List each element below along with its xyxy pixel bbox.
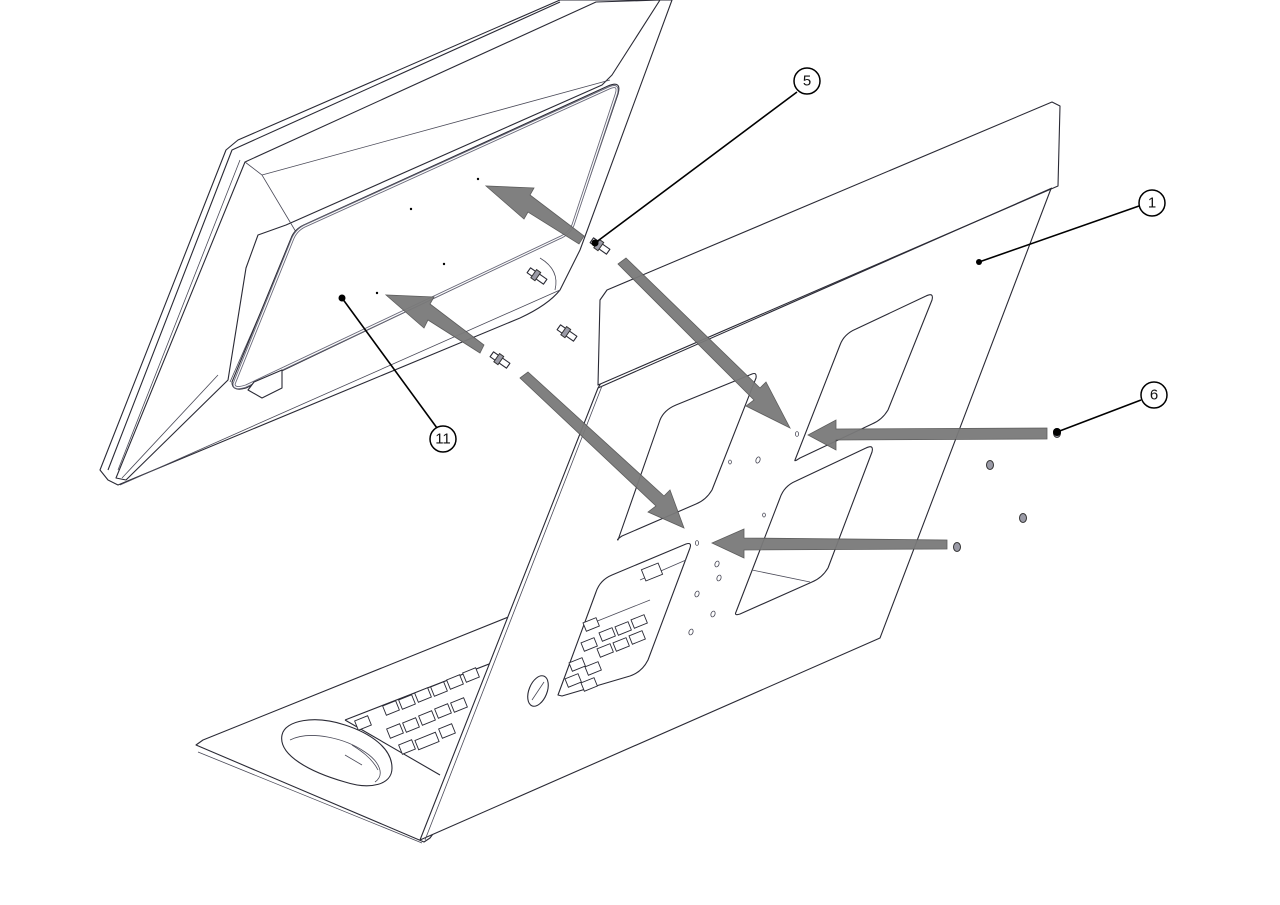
callout-6: 6 <box>1053 381 1168 436</box>
assembly-arrows <box>384 185 1048 559</box>
standoff-lower <box>489 351 511 369</box>
stand-panel <box>419 101 1061 841</box>
callout-1: 1 <box>976 189 1166 265</box>
standoff-spare-2 <box>556 324 578 342</box>
arrow-down-right-upper <box>617 257 791 429</box>
mouse <box>281 719 393 787</box>
callout-1-label: 1 <box>1148 195 1156 212</box>
callout-11: 11 <box>338 294 457 453</box>
arrow-up-left-lower <box>384 294 485 354</box>
monitor <box>99 0 673 486</box>
callout-5-label: 5 <box>803 73 811 90</box>
callout-5: 5 <box>591 67 821 247</box>
standoff-screws <box>489 237 611 369</box>
monitor-vesa-holes <box>375 177 480 295</box>
callout-11-label: 11 <box>435 431 451 448</box>
stand-mounting-holes <box>688 431 800 636</box>
arrow-up-left-upper <box>484 185 585 245</box>
nuts <box>953 428 1061 552</box>
arrow-down-right-lower <box>519 371 685 529</box>
standoff-spare-1 <box>526 267 548 285</box>
callout-6-label: 6 <box>1150 387 1158 404</box>
keyboard-through-cutout <box>564 559 687 692</box>
arrow-left-upper <box>807 419 1048 451</box>
keyboard-keys <box>354 667 480 755</box>
arrow-left-lower <box>711 528 948 559</box>
keyboard <box>344 651 521 776</box>
